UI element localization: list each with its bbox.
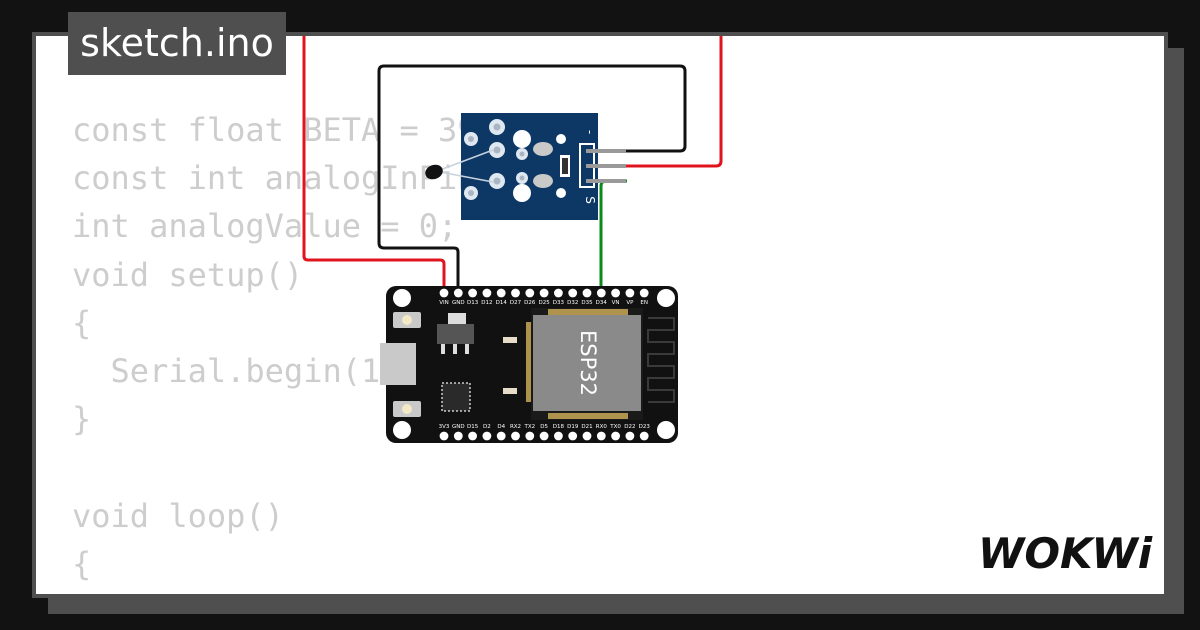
bottom-pin-label: D19 — [567, 424, 579, 430]
top-pin-label: D12 — [481, 300, 492, 306]
power-wire-sensor[interactable] — [625, 36, 723, 168]
top-pin-label: VN — [612, 300, 620, 306]
top-pin-d14[interactable] — [496, 288, 506, 298]
code-line: { — [72, 544, 92, 583]
top-pin-d34[interactable] — [596, 288, 606, 298]
bottom-pin-d4[interactable] — [496, 431, 506, 441]
bottom-pin-label: RX0 — [596, 424, 608, 430]
top-pin-d33[interactable] — [554, 288, 563, 298]
bottom-pin-tx0[interactable] — [611, 431, 620, 441]
ground-wire[interactable] — [377, 64, 687, 291]
top-pin-label: VP — [626, 300, 634, 306]
bottom-pin-d19[interactable] — [568, 431, 578, 441]
wokwi-logo: WOKWi — [978, 529, 1153, 578]
bottom-pin-d5[interactable] — [539, 431, 549, 441]
top-pin-d35[interactable] — [582, 288, 592, 298]
ntc-sensor-module[interactable]: - S — [423, 113, 626, 220]
top-pin-label: D25 — [538, 300, 550, 306]
code-line: void loop() — [72, 496, 284, 535]
code-line: int analogValue = 0; — [72, 207, 458, 246]
bottom-pin-label: GND — [452, 424, 465, 430]
top-pin-label: D13 — [467, 300, 479, 306]
bottom-pin-header[interactable] — [439, 431, 649, 441]
code-line: } — [72, 400, 92, 439]
bottom-pin-label: TX2 — [523, 424, 535, 430]
esp32-chip-label: ESP32 — [576, 330, 600, 396]
bottom-pin-rx0[interactable] — [596, 431, 606, 441]
top-pin-label: D32 — [567, 300, 578, 306]
code-line: void setup() — [72, 255, 304, 294]
top-pin-label: D35 — [581, 300, 593, 306]
thermistor-bead — [425, 164, 443, 180]
top-pin-label: VIN — [439, 300, 449, 306]
bottom-pin-label: D2 — [483, 424, 491, 430]
signal-wire[interactable] — [599, 179, 627, 291]
top-pin-d13[interactable] — [468, 288, 477, 298]
antenna-trace — [647, 317, 675, 403]
top-pin-gnd[interactable] — [453, 288, 463, 298]
boot-button[interactable] — [402, 404, 412, 414]
code-line: analogValue = analogRead(analogInPin); — [72, 588, 843, 594]
top-pin-label: D26 — [524, 300, 536, 306]
bottom-pin-gnd[interactable] — [453, 431, 463, 441]
en-button[interactable] — [402, 315, 412, 325]
bottom-pin-d15[interactable] — [468, 431, 477, 441]
top-pin-vp[interactable] — [625, 288, 635, 298]
usb-port — [380, 343, 416, 385]
bottom-pin-d22[interactable] — [625, 431, 635, 441]
bottom-pin-label: D15 — [467, 424, 479, 430]
bottom-pin-rx2[interactable] — [511, 431, 520, 441]
sensor-pin-label: S — [583, 196, 597, 204]
top-pin-vn[interactable] — [611, 288, 620, 298]
top-pin-label: D34 — [596, 300, 608, 306]
bottom-pin-label: 3V3 — [439, 424, 450, 430]
bottom-pin-label: D22 — [624, 424, 635, 430]
bottom-pin-d21[interactable] — [582, 431, 592, 441]
top-pin-label: GND — [452, 300, 465, 306]
bottom-pin-label: TX0 — [609, 424, 621, 430]
bottom-pin-d2[interactable] — [482, 431, 492, 441]
usb-uart-chip — [441, 382, 471, 412]
bottom-pin-3v3[interactable] — [439, 431, 449, 441]
top-pin-label: D27 — [510, 300, 522, 306]
top-pin-label: D33 — [553, 300, 565, 306]
top-pin-d25[interactable] — [539, 288, 549, 298]
bottom-pin-d23[interactable] — [639, 431, 649, 441]
bottom-pin-label: D21 — [581, 424, 592, 430]
code-line: { — [72, 303, 92, 342]
top-pin-label: D14 — [496, 300, 508, 306]
sensor-pin-label: - — [583, 130, 597, 134]
power-wire[interactable] — [302, 36, 446, 291]
top-pin-d27[interactable] — [511, 288, 520, 298]
bottom-pin-d18[interactable] — [554, 431, 563, 441]
bottom-pin-tx2[interactable] — [525, 431, 535, 441]
top-pin-d32[interactable] — [568, 288, 578, 298]
wokwi-logo-text: WOKWi — [978, 529, 1153, 578]
top-pin-d26[interactable] — [525, 288, 535, 298]
top-pin-en[interactable] — [639, 288, 649, 298]
top-pin-label: EN — [640, 300, 648, 306]
top-pin-d12[interactable] — [482, 288, 492, 298]
bottom-pin-label: D5 — [540, 424, 548, 430]
bottom-pin-label: D18 — [553, 424, 565, 430]
bottom-pin-label: D4 — [497, 424, 505, 430]
top-pin-vin[interactable] — [439, 288, 449, 298]
top-pin-header[interactable] — [439, 288, 649, 298]
esp32-module-shield — [533, 315, 641, 411]
bottom-pin-label: D23 — [639, 424, 651, 430]
file-tab[interactable]: sketch.ino — [68, 12, 286, 75]
bottom-pin-label: RX2 — [510, 424, 521, 430]
